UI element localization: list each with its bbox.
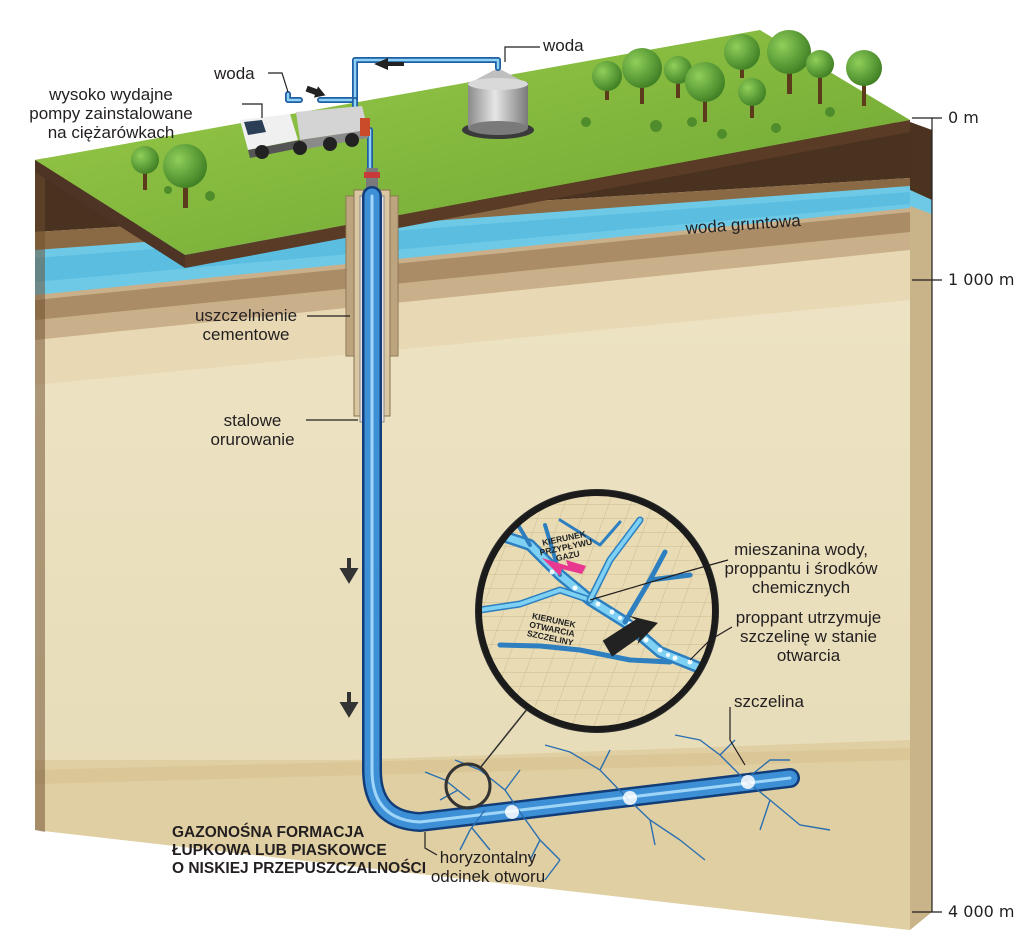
magnifier-circle: [475, 489, 719, 733]
mixture-label: mieszanina wody, proppantu i środków che…: [716, 540, 886, 597]
tree-icon: [131, 30, 882, 208]
depth-4000m: 4 000 m: [948, 902, 1015, 921]
focus-circle: [444, 762, 492, 810]
gas-flow-arrow: [542, 558, 586, 576]
fracture-label: szczelina: [734, 692, 804, 711]
water-truck-label: woda: [214, 64, 255, 83]
formation-label-line2: ŁUPKOWA LUB PIASKOWCE: [172, 842, 387, 859]
formation-label-line1: GAZONOŚNA FORMACJA: [172, 824, 365, 841]
flow-arrow-icon: [374, 58, 404, 70]
steel-casing-label: stalowe orurowanie: [200, 411, 305, 449]
fracture-network: [424, 734, 831, 881]
proppant-label-line3: otwarcia: [776, 646, 841, 665]
fracture-opening-arrow: [602, 615, 658, 657]
formation-label-line3: O NISKIEJ PRZEPUSZCZALNOŚCI: [172, 860, 427, 877]
mixture-label-line3: chemicznych: [751, 578, 851, 597]
flow-arrow-icon: [339, 692, 359, 718]
proppant-label-line1: proppant utrzymuje: [735, 608, 882, 627]
depth-1000m: 1 000 m: [948, 270, 1015, 289]
pumps-label-line3: na ciężarówkach: [47, 123, 175, 142]
cement-label-line2: cementowe: [202, 325, 290, 344]
depth-0m: 0 m: [948, 108, 979, 127]
horizontal-section-label: horyzontalny odcinek otworu: [428, 848, 548, 886]
horizontal-label-line2: odcinek otworu: [430, 867, 546, 886]
leader-lines: [242, 46, 942, 913]
proppant-label-line2: szczelinę w stanie: [739, 627, 877, 646]
proppant-label: proppant utrzymuje szczelinę w stanie ot…: [726, 608, 891, 665]
truck-icon: [240, 106, 370, 159]
pumps-label-line1: wysoko wydajne: [49, 85, 173, 104]
water-tank-label: woda: [543, 36, 584, 55]
mixture-label-line1: mieszanina wody,: [734, 540, 868, 559]
cement-label: uszczelnienie cementowe: [186, 306, 306, 344]
mixture-label-line2: proppantu i środków: [724, 559, 878, 578]
flow-arrow-icon: [305, 85, 326, 98]
steel-label-line1: stalowe: [223, 411, 282, 430]
pumps-label-line2: pompy zainstalowane: [29, 104, 193, 123]
pumps-label: wysoko wydajne pompy zainstalowane na ci…: [26, 85, 196, 142]
flow-arrow-icon: [339, 558, 359, 584]
block-right-face: [910, 122, 932, 930]
formation-label: GAZONOŚNA FORMACJA ŁUPKOWA LUB PIASKOWCE…: [172, 824, 426, 878]
water-tank-icon: [462, 68, 534, 139]
cement-label-line1: uszczelnienie: [194, 306, 298, 325]
horizontal-label-line1: horyzontalny: [439, 848, 537, 867]
steel-label-line2: orurowanie: [210, 430, 295, 449]
